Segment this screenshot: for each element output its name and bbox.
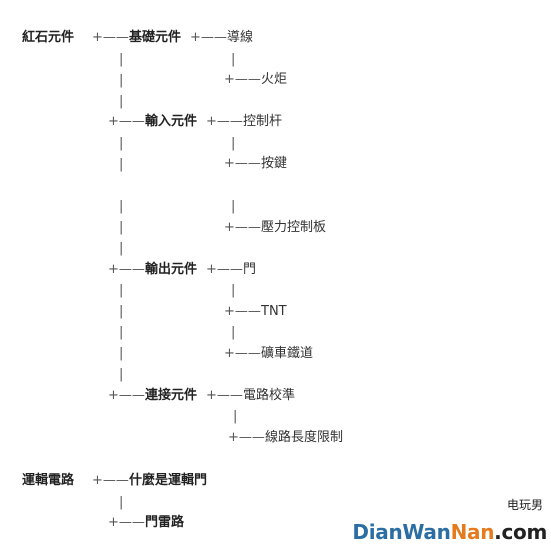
tree1-node-basic: 基礎元件 — [129, 30, 182, 45]
connector-branch: +—— — [206, 114, 243, 129]
tree1-leaf-torch: 火炬 — [261, 72, 288, 87]
tree2-node-what-is-logic-gate: 什麼是運輯門 — [129, 473, 208, 488]
connector-branch: +—— — [108, 262, 145, 277]
connector-vbar: | — [119, 304, 124, 319]
connector-vbar: | — [119, 283, 124, 298]
tree1-node-output: 輸出元件 — [145, 262, 198, 277]
connector-vbar: | — [119, 241, 124, 256]
watermark-logo: 电玩男 DianWanNan.com — [347, 496, 547, 544]
connector-branch: +—— — [224, 156, 261, 171]
connector-branch: +—— — [108, 114, 145, 129]
connector-branch: +—— — [92, 473, 129, 488]
watermark-cn-text: 电玩男 — [506, 498, 543, 512]
tree1-leaf-lever: 控制杆 — [243, 114, 283, 129]
connector-vbar: | — [119, 346, 124, 361]
tree1-root: 紅石元件 — [22, 30, 75, 45]
tree1-leaf-tnt: TNT — [261, 304, 287, 319]
connector-branch: +—— — [206, 388, 243, 403]
connector-vbar: | — [119, 136, 124, 151]
tree1-leaf-minecart-rail: 礦車鐵道 — [261, 346, 314, 361]
tree1-leaf-wire-length-limit: 線路長度限制 — [265, 430, 344, 445]
tree1-leaf-pressure-plate: 壓力控制板 — [261, 220, 327, 235]
connector-vbar: | — [233, 409, 238, 424]
connector-vbar: | — [119, 199, 124, 214]
connector-branch: +—— — [92, 30, 129, 45]
tree1-leaf-wire: 導線 — [227, 30, 254, 45]
tree2-root: 運輯電路 — [22, 473, 75, 488]
connector-vbar: | — [231, 199, 236, 214]
connector-vbar: | — [119, 220, 124, 235]
connector-vbar: | — [231, 283, 236, 298]
connector-vbar: | — [231, 325, 236, 340]
watermark-en-part2: Nan — [450, 520, 495, 544]
connector-branch: +—— — [190, 30, 227, 45]
tree1-leaf-circuit-calibration: 電路校準 — [243, 388, 296, 403]
connector-vbar: | — [119, 157, 124, 172]
watermark-en-text: DianWanNan.com — [352, 520, 547, 544]
connector-vbar: | — [119, 73, 124, 88]
connector-vbar: | — [119, 94, 124, 109]
connector-branch: +—— — [224, 72, 261, 87]
tree1-leaf-door: 門 — [243, 262, 257, 277]
connector-vbar: | — [119, 367, 124, 382]
connector-vbar: | — [231, 52, 236, 67]
connector-vbar: | — [231, 136, 236, 151]
watermark-en-part1: DianWan — [352, 520, 451, 544]
watermark-en-part3: .com — [494, 520, 547, 544]
connector-vbar: | — [119, 495, 124, 510]
tree1-node-connection: 連接元件 — [145, 388, 198, 403]
connector-branch: +—— — [108, 515, 145, 530]
connector-branch: +—— — [224, 346, 261, 361]
tree1-node-input: 輸入元件 — [145, 114, 198, 129]
tree2-node-gate-circuit: 門雷路 — [145, 515, 185, 530]
connector-branch: +—— — [206, 262, 243, 277]
connector-branch: +—— — [228, 430, 265, 445]
connector-branch: +—— — [224, 304, 261, 319]
tree1-leaf-button: 按鍵 — [261, 156, 288, 171]
connector-vbar: | — [119, 52, 124, 67]
connector-branch: +—— — [224, 220, 261, 235]
connector-branch: +—— — [108, 388, 145, 403]
connector-vbar: | — [119, 325, 124, 340]
